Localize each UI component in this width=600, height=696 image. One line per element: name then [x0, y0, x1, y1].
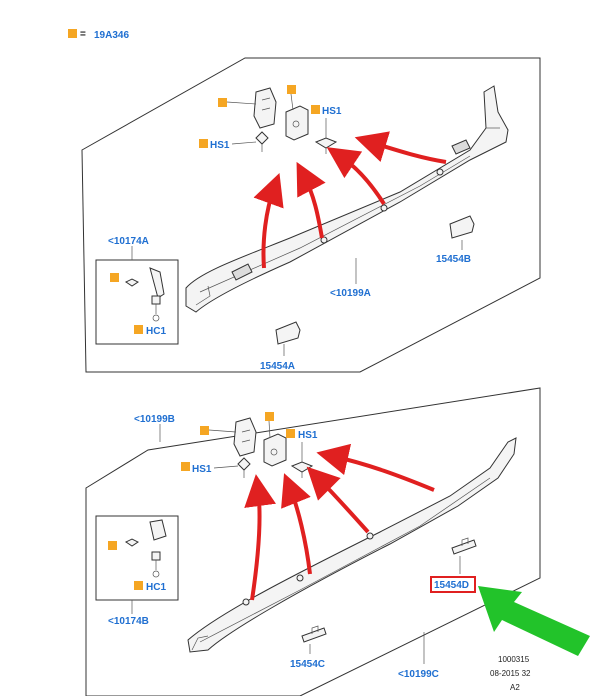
legend-equals: = [80, 29, 86, 40]
lower-bracket-15454d [451, 537, 477, 574]
lower-arrow-3 [306, 466, 370, 534]
legend-code: 19A346 [94, 30, 129, 41]
lower-inset-label: <10174B [108, 616, 149, 627]
upper-bracket-right-marker [287, 85, 296, 94]
upper-panel: HS1 HS1 <10174A HC1 <10199A [81, 57, 541, 373]
upper-clip [314, 137, 338, 154]
upper-clip-marker [311, 105, 320, 114]
lower-clip-marker [286, 429, 295, 438]
lower-assembly-label-top: <10199B [134, 414, 175, 425]
lower-arrow-1 [244, 474, 276, 601]
lower-bracket-right [263, 433, 287, 467]
lower-inset-screw-marker [108, 541, 117, 550]
upper-inset-fastener-label: HC1 [146, 326, 166, 337]
upper-bracket-15454b [449, 215, 475, 250]
lower-screw-marker [181, 462, 190, 471]
lower-bracket-left-marker [200, 426, 209, 435]
legend-marker [68, 29, 77, 38]
lower-bracket-15454c-label: 15454C [290, 659, 325, 670]
lower-panel-frame [85, 387, 541, 696]
lower-arrow-4 [316, 443, 435, 492]
upper-bracket-15454b-label: 15454B [436, 254, 471, 265]
lower-clip-label: HS1 [298, 430, 318, 441]
lower-inset-fastener-label: HC1 [146, 582, 166, 593]
highlight-box-15454d [430, 576, 476, 593]
figure-sheet: A2 [510, 683, 520, 692]
upper-screw-label: HS1 [210, 140, 230, 151]
lower-arrow-2 [281, 473, 312, 575]
upper-screw-marker [199, 139, 208, 148]
upper-arrow-3 [326, 147, 386, 206]
upper-inset [95, 259, 179, 345]
lower-inset-fastener-marker [134, 581, 143, 590]
upper-panel-frame [81, 57, 541, 373]
lower-bracket-15454c [301, 625, 327, 654]
figure-reference: 1000315 08-2015 32 A2 [490, 655, 531, 692]
upper-bracket-right [285, 105, 309, 141]
upper-arrow-1 [253, 172, 284, 269]
lower-clip [290, 461, 314, 478]
upper-arrow-4 [354, 131, 447, 164]
lower-inset [95, 515, 179, 601]
lower-assembly-label-bottom: <10199C [398, 669, 439, 680]
lower-bracket-15454d-label: 15454D [434, 580, 469, 591]
upper-bracket-15454a [275, 321, 301, 356]
figure-date: 08-2015 32 [490, 669, 531, 678]
lower-screw-label: HS1 [192, 464, 212, 475]
lower-bracket-right-marker [265, 412, 274, 421]
upper-inset-label: <10174A [108, 236, 149, 247]
green-pointer-arrow [478, 586, 590, 656]
upper-inset-fastener-marker [134, 325, 143, 334]
lower-panel: <10199B HS1 [85, 387, 590, 696]
upper-clip-label: HS1 [322, 106, 342, 117]
upper-screw [255, 131, 269, 152]
lower-bracket-left [233, 417, 257, 457]
upper-assembly-label: <10199A [330, 288, 371, 299]
upper-bracket-left [253, 87, 277, 129]
upper-arrow-2 [296, 161, 326, 239]
upper-bracket-15454a-label: 15454A [260, 361, 295, 372]
legend: = 19A346 [68, 29, 129, 41]
lower-screw [237, 457, 251, 478]
upper-inset-screw-marker [110, 273, 119, 282]
upper-sill-panel [185, 85, 509, 313]
upper-bracket-left-marker [218, 98, 227, 107]
figure-ref-number: 1000315 [498, 655, 530, 664]
